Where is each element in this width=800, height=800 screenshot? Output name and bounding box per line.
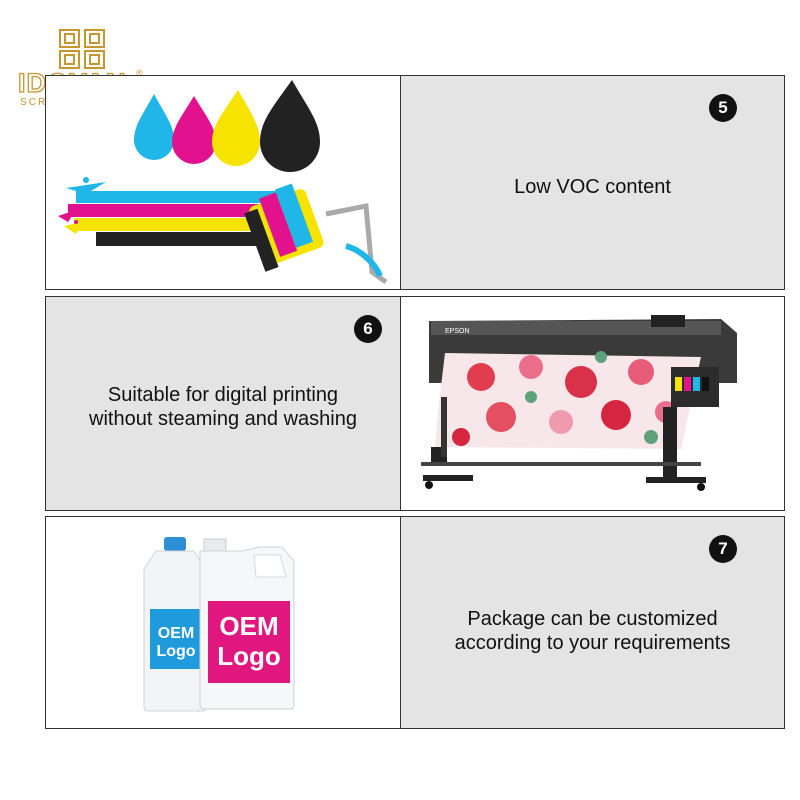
feature-number-badge: 5 bbox=[709, 94, 737, 122]
brand-emblem-icon bbox=[59, 29, 105, 69]
feature-text-cell: 6 Suitable for digital printing without … bbox=[46, 297, 401, 510]
feature-line: without steaming and washing bbox=[89, 408, 357, 430]
feature-number-badge: 7 bbox=[709, 535, 737, 563]
feature-description: Suitable for digital printing without st… bbox=[46, 383, 400, 431]
small-bottle-label: OEM bbox=[157, 625, 195, 642]
large-format-printer-icon: EPSON bbox=[421, 315, 737, 491]
small-bottle-label: Logo bbox=[156, 643, 196, 660]
feature-text-cell: 5 Low VOC content bbox=[401, 76, 784, 289]
registered-mark: ® bbox=[136, 68, 143, 78]
feature-row-6: 6 Suitable for digital printing without … bbox=[45, 296, 785, 511]
printer-brand-label: EPSON bbox=[445, 328, 470, 335]
feature-description: Package can be customized according to y… bbox=[401, 607, 784, 655]
feature-line: Suitable for digital printing bbox=[107, 384, 339, 406]
cmyk-ink-roller-icon bbox=[58, 80, 388, 285]
feature-line: Low VOC content bbox=[514, 176, 671, 198]
large-bottle-label: OEM bbox=[219, 611, 279, 641]
ink-bottles-icon: OEM Logo OEM Logo bbox=[46, 517, 398, 727]
feature-image-cell: OEM Logo OEM Logo bbox=[46, 517, 401, 728]
feature-text-cell: 7 Package can be customized according to… bbox=[401, 517, 784, 728]
feature-image-cell bbox=[46, 76, 401, 289]
feature-image-cell: EPSON bbox=[401, 297, 784, 510]
feature-description: Low VOC content bbox=[401, 175, 784, 199]
feature-row-5: 5 Low VOC content bbox=[45, 75, 785, 290]
large-bottle-label: Logo bbox=[217, 641, 281, 671]
feature-line: Package can be customized bbox=[467, 608, 718, 630]
feature-line: according to your requirements bbox=[454, 632, 731, 654]
feature-number-badge: 6 bbox=[354, 315, 382, 343]
feature-row-7: OEM Logo OEM Logo 7 Package can be custo… bbox=[45, 516, 785, 729]
